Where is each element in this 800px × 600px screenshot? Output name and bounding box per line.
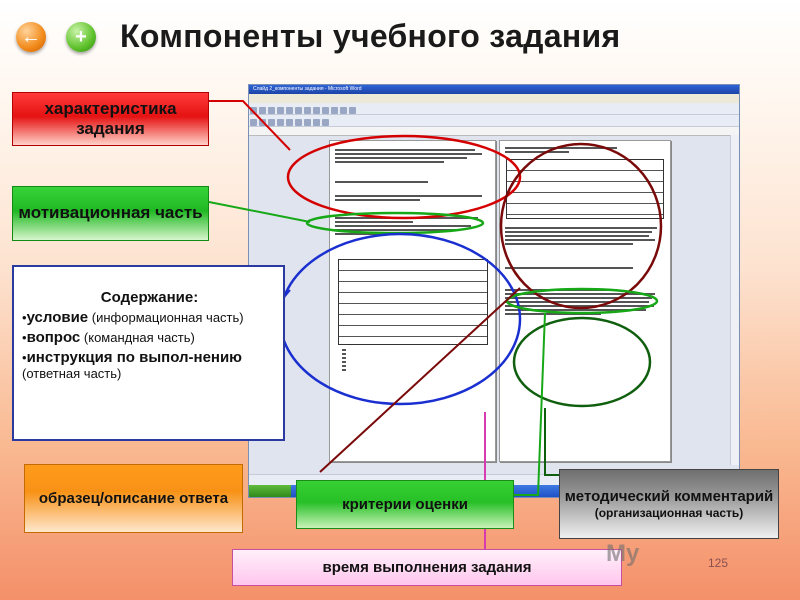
word-window-screenshot: Слайд 2_компоненты задания - Microsoft W…	[248, 84, 740, 498]
connector-motivation	[208, 201, 311, 223]
label-criteria: критерии оценки	[296, 480, 514, 529]
red-ellipse-characteristic	[286, 134, 522, 220]
method-comment-note: (организационная часть)	[594, 505, 744, 520]
word-ruler	[249, 127, 739, 136]
green-ellipse-motivation	[305, 211, 485, 235]
word-titlebar: Слайд 2_компоненты задания - Microsoft W…	[249, 85, 739, 94]
content-item-note: (командная часть)	[83, 330, 195, 345]
content-item-main: вопрос	[26, 329, 81, 346]
content-item-note: (информационная часть)	[91, 310, 244, 325]
blue-ellipse-content	[278, 232, 522, 406]
connector-characteristic	[209, 100, 291, 151]
word-drawing-toolbar	[249, 474, 739, 485]
add-button[interactable]: +	[66, 22, 96, 52]
vertical-scrollbar[interactable]	[730, 135, 739, 465]
green-ellipse-criteria	[505, 287, 659, 315]
connector-sample	[319, 287, 521, 473]
document-page-right	[499, 140, 671, 462]
content-item-main: инструкция по выпол-нению	[26, 349, 242, 366]
document-page-left	[329, 140, 496, 462]
arrow-left-icon: ←	[21, 25, 41, 48]
label-time: время выполнения задания	[232, 549, 622, 586]
connector-content	[284, 289, 291, 297]
plus-icon: +	[75, 25, 87, 48]
word-window-title: Слайд 2_компоненты задания - Microsoft W…	[253, 86, 362, 92]
word-formatting-toolbar	[249, 115, 739, 127]
content-heading: Содержание:	[100, 289, 199, 306]
connector-method	[544, 408, 559, 476]
back-arrow-button[interactable]: ←	[16, 22, 46, 52]
label-method-comment: методический комментарий (организационна…	[559, 469, 779, 539]
label-motivation: мотивационная часть	[12, 186, 209, 241]
word-toolbar	[249, 103, 739, 115]
method-comment-title: методический комментарий	[564, 487, 774, 505]
content-box: Содержание: •условие (информационная час…	[12, 265, 285, 441]
label-sample-answer: образец/описание ответа	[24, 464, 243, 533]
content-item-main: условие	[26, 309, 89, 326]
darkgreen-ellipse-method	[512, 316, 652, 408]
content-item-note: (ответная часть)	[22, 366, 122, 381]
darkred-ellipse-sample	[499, 142, 663, 310]
content-item: •вопрос (командная часть)	[22, 329, 195, 346]
watermark-logo: My	[606, 540, 640, 567]
label-characteristic: характеристика задания	[12, 92, 209, 146]
slide-number: 125	[708, 556, 729, 570]
slide-title: Компоненты учебного задания	[120, 18, 621, 54]
content-item: •инструкция по выпол-нению (ответная час…	[22, 349, 242, 382]
start-button[interactable]	[249, 485, 291, 497]
connector-criteria	[512, 312, 546, 496]
content-item: •условие (информационная часть)	[22, 309, 244, 326]
word-menubar	[249, 94, 739, 103]
